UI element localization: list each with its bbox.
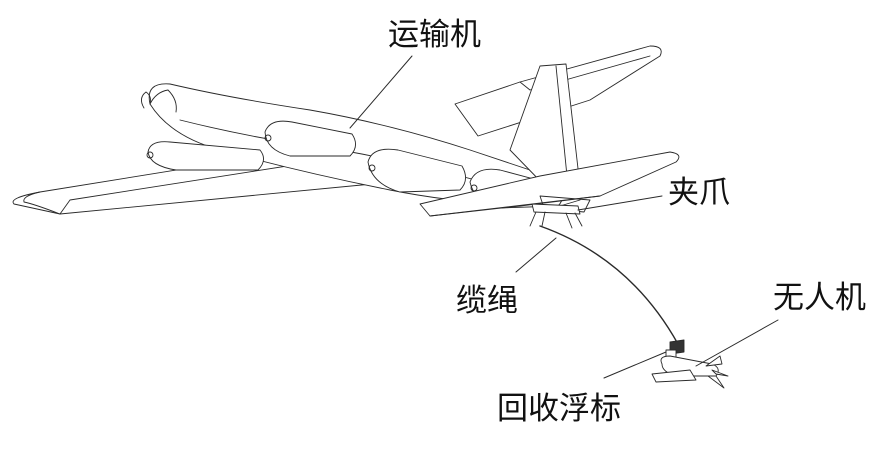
engine-left-inner xyxy=(264,120,356,157)
cockpit xyxy=(149,89,177,113)
right-wing-edge xyxy=(519,55,651,91)
leader-cable xyxy=(515,237,557,273)
cable xyxy=(539,225,679,345)
horizontal-stabilizer xyxy=(419,151,680,217)
uav-body xyxy=(660,355,719,377)
prop-spinner-1 xyxy=(146,151,154,159)
uav-wing xyxy=(651,369,697,383)
recovery-buoy xyxy=(665,339,685,359)
stabilizer-edge xyxy=(429,195,601,217)
prop-spinner-3 xyxy=(368,164,376,172)
label-cable: 缆绳 xyxy=(456,283,518,319)
left-wingtip xyxy=(23,191,61,215)
transport-aircraft xyxy=(12,45,680,217)
leader-lines xyxy=(349,55,779,379)
leader-uav xyxy=(695,319,779,367)
uav-tail-fins xyxy=(705,355,729,389)
label-uav: 无人机 xyxy=(773,280,866,316)
leader-transport-aircraft xyxy=(349,55,413,129)
label-transport-aircraft: 运输机 xyxy=(388,17,481,53)
uav xyxy=(651,355,729,389)
leader-gripper xyxy=(577,195,663,211)
rudder-line xyxy=(555,65,569,187)
label-gripper: 夹爪 xyxy=(668,175,730,211)
rear-ramp xyxy=(539,195,591,213)
left-wing-flap-line xyxy=(59,163,301,215)
engine-left-outer xyxy=(147,141,264,171)
leader-recovery-buoy xyxy=(603,351,667,379)
engine-right-inner xyxy=(367,148,466,193)
nose-cap xyxy=(141,91,151,109)
label-recovery-buoy: 回收浮标 xyxy=(497,391,621,427)
prop-spinner-2 xyxy=(264,134,272,142)
gripper xyxy=(529,203,583,229)
